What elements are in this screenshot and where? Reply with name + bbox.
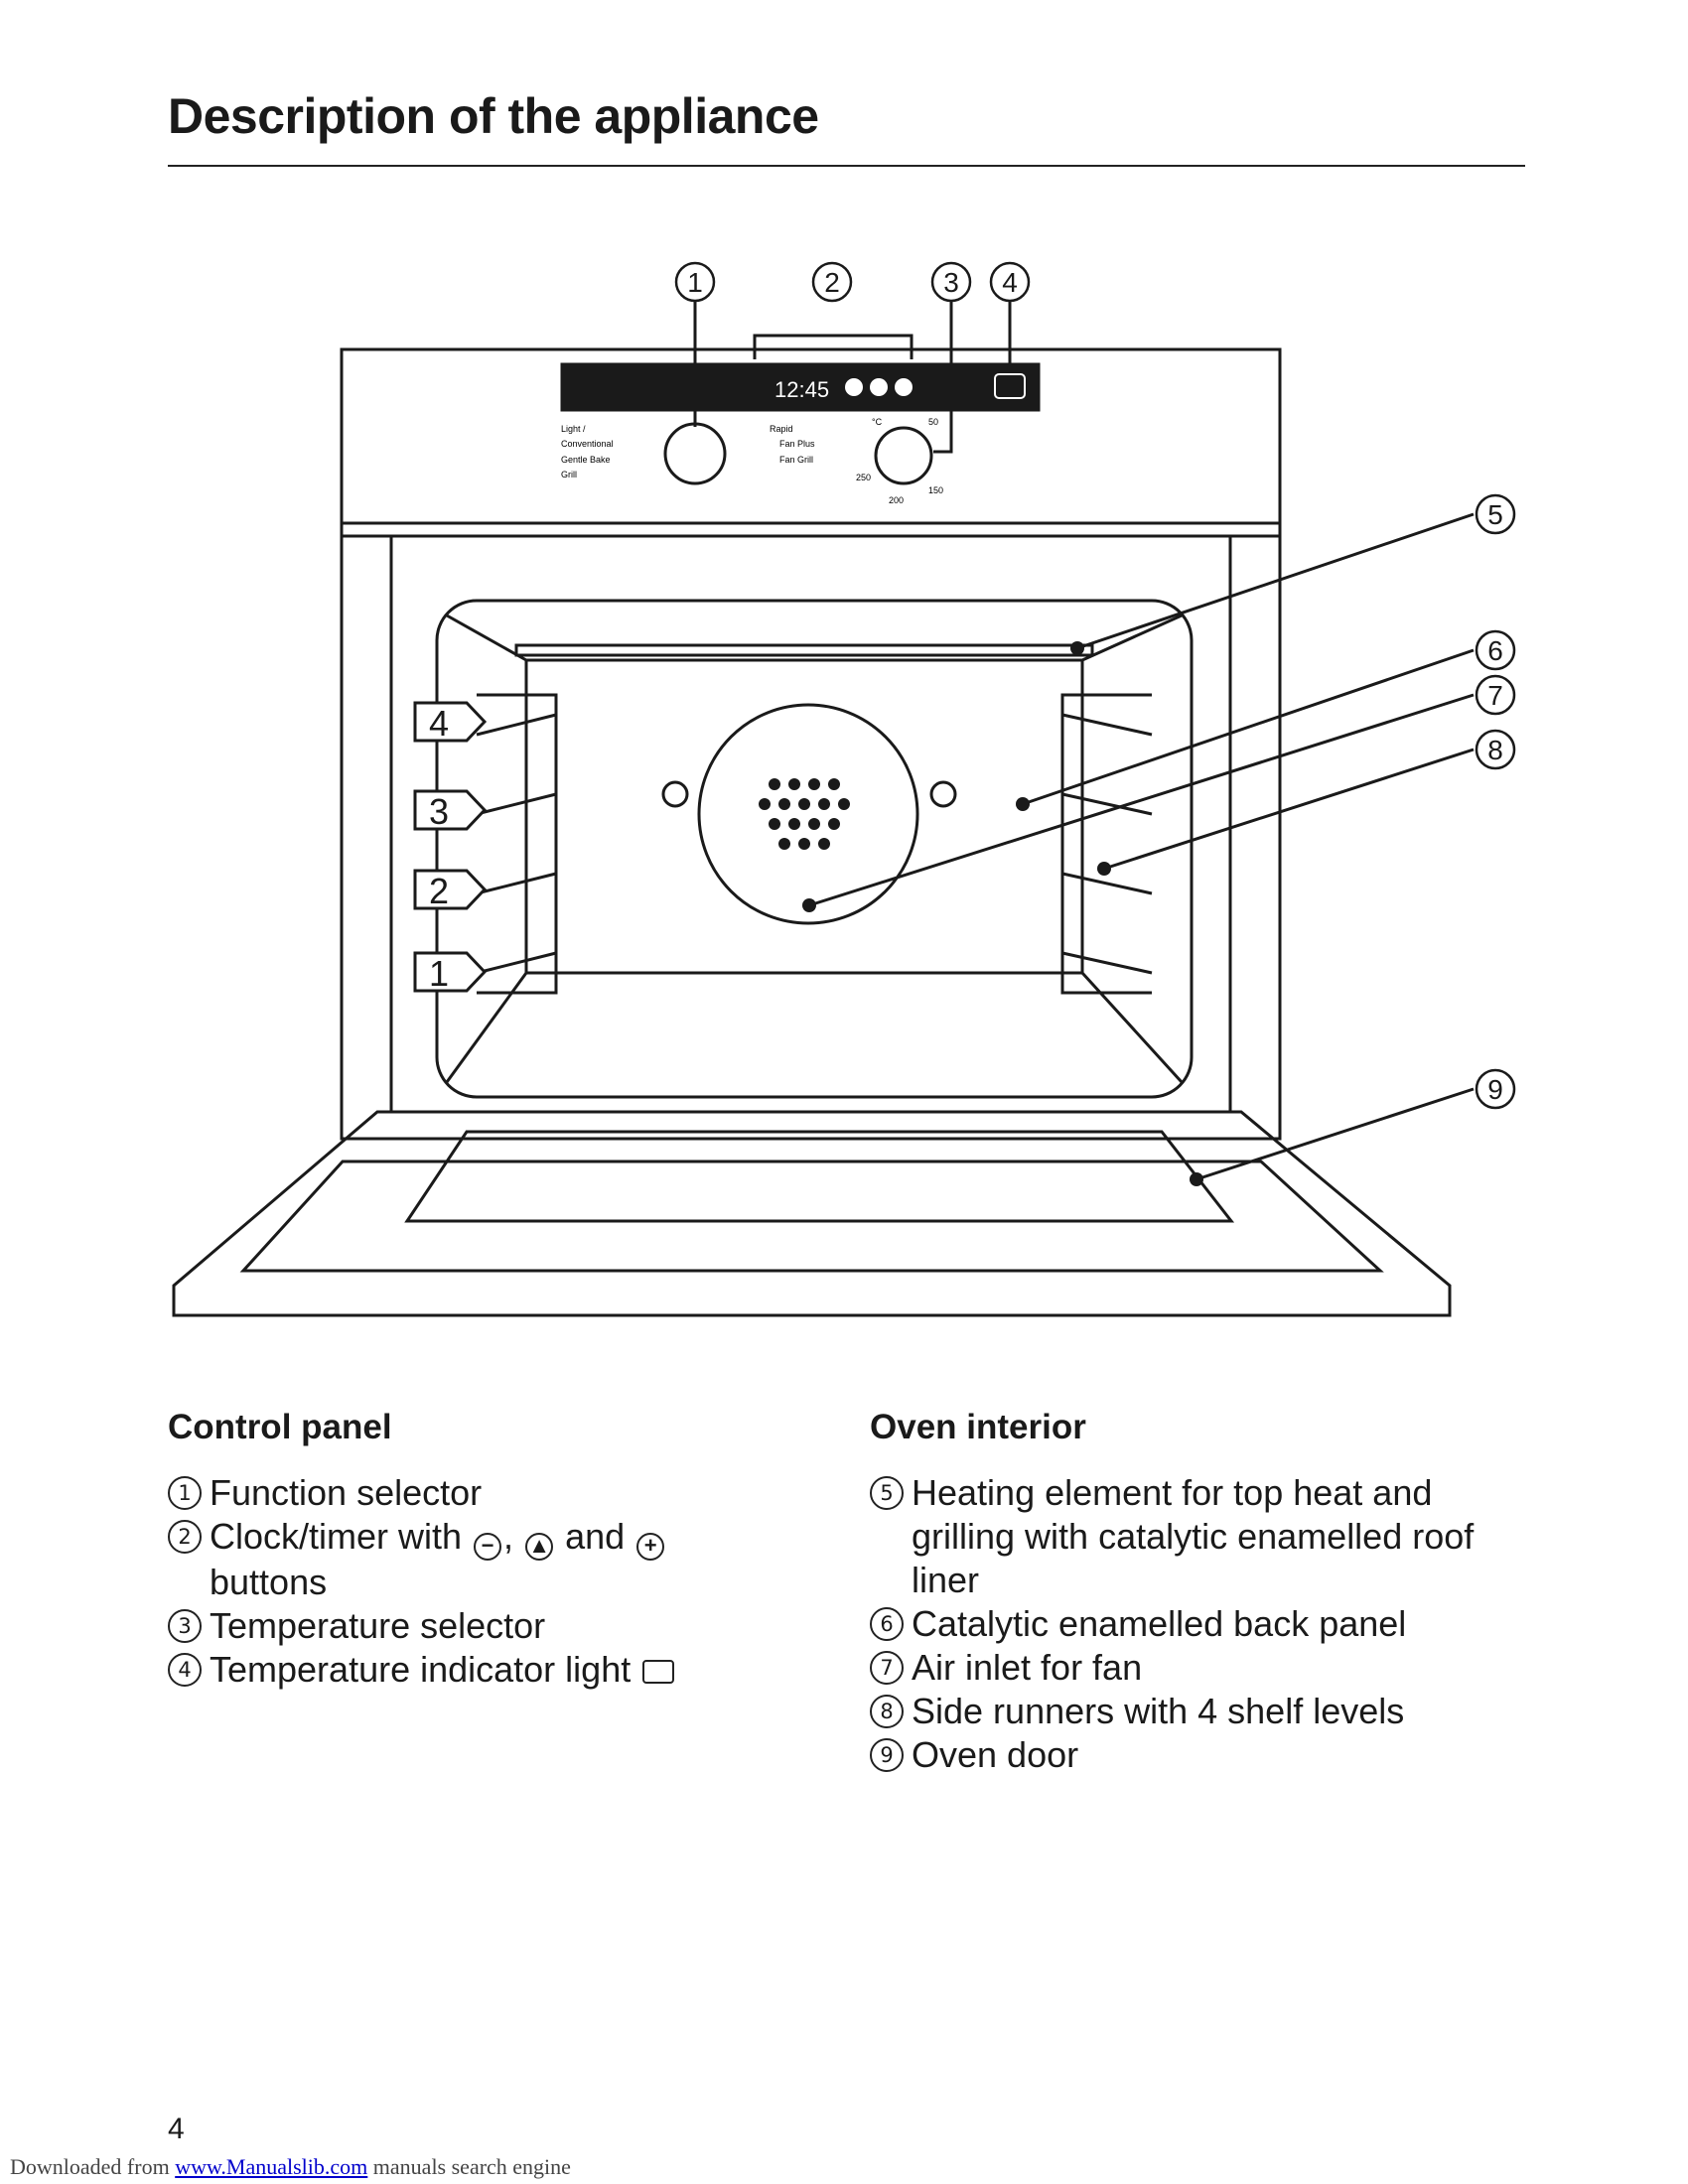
oven-diagram: 12:45 Light / Conventional Gentle Bake G… bbox=[172, 261, 1516, 1317]
temperature-knob bbox=[874, 426, 933, 485]
page-number: 4 bbox=[168, 2113, 185, 2145]
indicator-light bbox=[994, 373, 1026, 399]
legend-text-3: Temperature selector bbox=[210, 1605, 546, 1646]
callout-2: 2 bbox=[824, 267, 840, 298]
oven-interior-heading: Oven interior bbox=[870, 1408, 1086, 1446]
manualslib-link[interactable]: www.Manualslib.com bbox=[175, 2154, 368, 2179]
callout-5: 5 bbox=[1487, 499, 1503, 530]
temp-mark-150: 150 bbox=[928, 485, 943, 495]
legend-item-1: 1 Function selector bbox=[168, 1471, 783, 1515]
download-footer: Downloaded from www.Manualslib.com manua… bbox=[10, 2154, 571, 2180]
legend-text-7: Air inlet for fan bbox=[912, 1647, 1143, 1688]
legend-text-9: Oven door bbox=[912, 1734, 1079, 1775]
legend-item-9: 9 Oven door bbox=[870, 1733, 1485, 1777]
shelf-level-tags: 4 3 2 1 bbox=[413, 701, 488, 994]
page-title: Description of the appliance bbox=[168, 88, 819, 144]
control-panel-legend: Control panel 1 Function selector 2 Cloc… bbox=[168, 1408, 783, 1692]
legend-item-2: 2 Clock/timer with −, ▲ and + buttons bbox=[168, 1515, 783, 1604]
number-8-icon: 8 bbox=[870, 1695, 904, 1728]
legend-text-6: Catalytic enamelled back panel bbox=[912, 1603, 1407, 1644]
shelf-level-4: 4 bbox=[429, 703, 449, 744]
shelf-level-1: 1 bbox=[429, 953, 449, 994]
legend-item-6: 6 Catalytic enamelled back panel bbox=[870, 1602, 1485, 1646]
plus-button-icon: + bbox=[636, 1533, 665, 1561]
left-side-runners bbox=[476, 693, 558, 995]
legend-text-2: Clock/timer with −, ▲ and + buttons bbox=[210, 1515, 783, 1604]
temp-mark-200: 200 bbox=[889, 495, 904, 505]
number-9-icon: 9 bbox=[870, 1738, 904, 1772]
timer-button-icon: ▲ bbox=[525, 1533, 554, 1561]
legend-text-4: Temperature indicator light bbox=[210, 1648, 783, 1692]
indicator-light-icon bbox=[642, 1660, 675, 1684]
number-4-icon: 4 bbox=[168, 1653, 202, 1687]
legend-item-4: 4 Temperature indicator light bbox=[168, 1648, 783, 1692]
callout-9: 9 bbox=[1487, 1074, 1503, 1105]
title-divider bbox=[168, 165, 1525, 167]
legend-item-8: 8 Side runners with 4 shelf levels bbox=[870, 1690, 1485, 1733]
callouts bbox=[674, 261, 1516, 1110]
control-display-strip bbox=[560, 362, 1041, 412]
shelf-level-3: 3 bbox=[429, 791, 449, 832]
minus-button-icon: − bbox=[474, 1533, 502, 1561]
legend-item-7: 7 Air inlet for fan bbox=[870, 1646, 1485, 1690]
footer-prefix: Downloaded from bbox=[10, 2154, 176, 2179]
shelf-level-2: 2 bbox=[429, 871, 449, 911]
number-3-icon: 3 bbox=[168, 1609, 202, 1643]
oven-interior-legend: Oven interior 5 Heating element for top … bbox=[870, 1408, 1485, 1777]
fan-cover bbox=[697, 703, 919, 925]
oven-frame bbox=[340, 521, 1282, 1141]
callout-1: 1 bbox=[687, 267, 703, 298]
heating-element bbox=[514, 643, 1094, 657]
function-label-gentle-bake: Gentle Bake bbox=[561, 455, 611, 465]
number-7-icon: 7 bbox=[870, 1651, 904, 1685]
number-2-icon: 2 bbox=[168, 1520, 202, 1554]
number-5-icon: 5 bbox=[870, 1476, 904, 1510]
temp-mark-250: 250 bbox=[856, 473, 871, 482]
number-6-icon: 6 bbox=[870, 1607, 904, 1641]
temp-mark-50: 50 bbox=[928, 417, 938, 427]
legend-item-5: 5 Heating element for top heat and grill… bbox=[870, 1471, 1485, 1602]
oven-cavity-outline bbox=[435, 599, 1194, 1099]
temp-unit-label: °C bbox=[872, 417, 883, 427]
function-label-light: Light / bbox=[561, 424, 586, 434]
function-label-fan-plus: Fan Plus bbox=[779, 439, 815, 449]
footer-suffix: manuals search engine bbox=[367, 2154, 571, 2179]
clock-display: 12:45 bbox=[774, 377, 829, 402]
callout-8: 8 bbox=[1487, 735, 1503, 765]
function-knob bbox=[663, 422, 727, 485]
function-label-fan-grill: Fan Grill bbox=[779, 455, 813, 465]
legend-text-1: Function selector bbox=[210, 1472, 483, 1513]
fan-grille bbox=[759, 641, 1203, 1186]
right-side-runners bbox=[1060, 693, 1153, 995]
callout-6: 6 bbox=[1487, 635, 1503, 666]
display-buttons bbox=[845, 378, 913, 396]
back-panel bbox=[524, 658, 1084, 975]
callout-4: 4 bbox=[1002, 267, 1018, 298]
callout-3: 3 bbox=[943, 267, 959, 298]
legend-item-3: 3 Temperature selector bbox=[168, 1604, 783, 1648]
legend-text-5: Heating element for top heat and grillin… bbox=[912, 1472, 1475, 1600]
callout-7: 7 bbox=[1487, 680, 1503, 711]
function-label-rapid: Rapid bbox=[770, 424, 793, 434]
oven-door bbox=[172, 1110, 1452, 1317]
control-panel-heading: Control panel bbox=[168, 1408, 392, 1446]
number-1-icon: 1 bbox=[168, 1476, 202, 1510]
function-label-grill: Grill bbox=[561, 470, 577, 479]
legend-text-8: Side runners with 4 shelf levels bbox=[912, 1691, 1405, 1731]
function-label-conventional: Conventional bbox=[561, 439, 614, 449]
